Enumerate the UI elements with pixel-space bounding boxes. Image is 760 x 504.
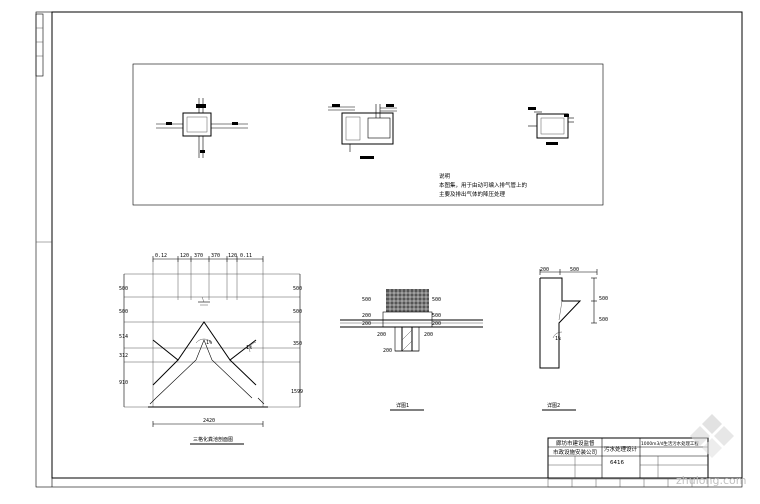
tb-org-2: 市政设施安装公司 xyxy=(553,448,597,456)
notes-line-2: 主要及排出气体的降压处理 xyxy=(439,190,506,198)
watermark-text: zhulong.com xyxy=(676,474,746,487)
dim-top-6: 0.11 xyxy=(240,253,252,259)
dim-top-2: 120 xyxy=(180,253,189,259)
d1-dim-7: 500 xyxy=(432,313,441,319)
section-main-title: 三格化粪池剖面图 xyxy=(193,436,233,443)
d1-dim-1: 500 xyxy=(362,297,371,303)
slope-left: 1% xyxy=(206,340,212,346)
dim-top-5: 120 xyxy=(228,253,237,259)
d2-dim-3: 500 xyxy=(599,296,608,302)
d1-dim-6: 500 xyxy=(432,297,441,303)
dim-left-1: 500 xyxy=(119,286,128,292)
dim-left-2: 500 xyxy=(119,309,128,315)
d1-dim-5: 200 xyxy=(383,348,392,354)
d1-dim-9: 200 xyxy=(424,332,433,338)
d2-slope: 1% xyxy=(555,336,561,342)
plan-panel: 说明 本图集，用于由动可编入排气管上的 主要及排出气体的降压处理 xyxy=(132,63,604,206)
dim-right-4: 1599 xyxy=(291,389,303,395)
detail-1: 500 200 200 200 200 500 500 200 200 详图1 xyxy=(340,289,483,411)
binding-strip xyxy=(35,13,44,77)
dim-bottom: 2420 xyxy=(203,418,215,424)
tb-project: 污水处理设计 xyxy=(604,445,638,453)
plan-view-2 xyxy=(328,104,397,159)
watermark-logo xyxy=(690,414,734,458)
section-main: 0.12 120 370 370 120 0.11 xyxy=(119,253,303,445)
dim-left-3: 514 xyxy=(119,334,128,340)
plan-view-3 xyxy=(528,107,574,145)
d1-dim-2: 200 xyxy=(362,313,371,319)
sheet-border xyxy=(35,11,743,488)
detail-2: 200 500 500 500 1% 详图2 xyxy=(539,267,608,411)
dim-right-1: 500 xyxy=(293,286,302,292)
dim-top-1: 0.12 xyxy=(155,253,167,259)
detail-1-title: 详图1 xyxy=(396,402,409,409)
d1-dim-4: 200 xyxy=(377,332,386,338)
inner-frame xyxy=(51,11,743,479)
title-block: 廊坊市建设监督 市政设施安装公司 污水处理设计 1000m3/d生活污水处理工程… xyxy=(547,437,709,479)
d1-dim-8: 200 xyxy=(432,321,441,327)
notes-line-1: 本图集，用于由动可编入排气管上的 xyxy=(439,181,528,189)
dim-right-3: 350 xyxy=(293,341,302,347)
dim-top-4: 370 xyxy=(211,253,220,259)
detail-2-title: 详图2 xyxy=(547,402,560,409)
tb-sheet: 6416 xyxy=(610,460,624,466)
d2-dim-1: 200 xyxy=(540,267,549,273)
slope-right: 1% xyxy=(246,345,252,351)
dim-right-2: 500 xyxy=(293,309,302,315)
d1-dim-3: 200 xyxy=(362,321,371,327)
notes-heading: 说明 xyxy=(439,172,451,180)
d2-dim-2: 500 xyxy=(570,267,579,273)
tb-description: 1000m3/d生活污水处理工程 xyxy=(641,440,699,447)
plan-view-1 xyxy=(156,98,248,158)
dim-top-3: 370 xyxy=(194,253,203,259)
bottom-strip xyxy=(547,478,709,488)
dim-left-5: 910 xyxy=(119,380,128,386)
tb-org-1: 廊坊市建设监督 xyxy=(556,439,595,447)
d2-dim-4: 500 xyxy=(599,317,608,323)
dim-left-4: 312 xyxy=(119,353,128,359)
